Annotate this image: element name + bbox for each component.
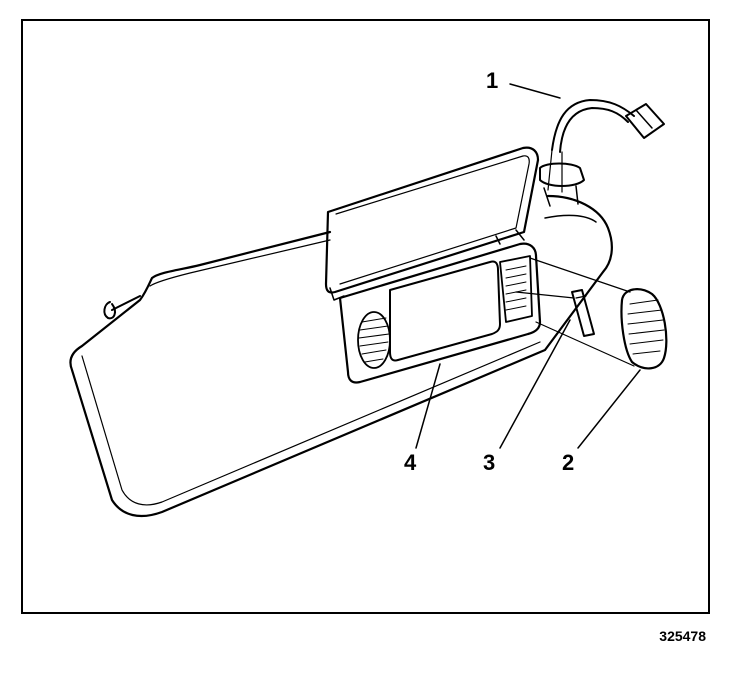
harness-connector: [625, 103, 665, 139]
left-lamp-lens: [357, 311, 391, 369]
leader-lines: [415, 83, 641, 449]
mirror-frame: [338, 242, 542, 384]
figure-frame: [21, 19, 710, 614]
exploded-view-lines: [515, 257, 635, 367]
sun-visor-body: [69, 194, 613, 518]
wiring-harness: [539, 99, 665, 207]
callout-4: 4: [404, 450, 417, 475]
mirror-glass: [389, 260, 501, 362]
callout-3: 3: [483, 450, 495, 475]
visor-pivot-rod: [103, 295, 141, 320]
right-lamp-lens: [620, 288, 668, 370]
lamp-socket: [499, 255, 533, 323]
lamp-bulb: [571, 289, 595, 337]
callout-2: 2: [562, 450, 574, 475]
figure-number: 325478: [659, 628, 706, 644]
mirror-cover: [324, 146, 540, 301]
callout-1: 1: [486, 68, 498, 93]
